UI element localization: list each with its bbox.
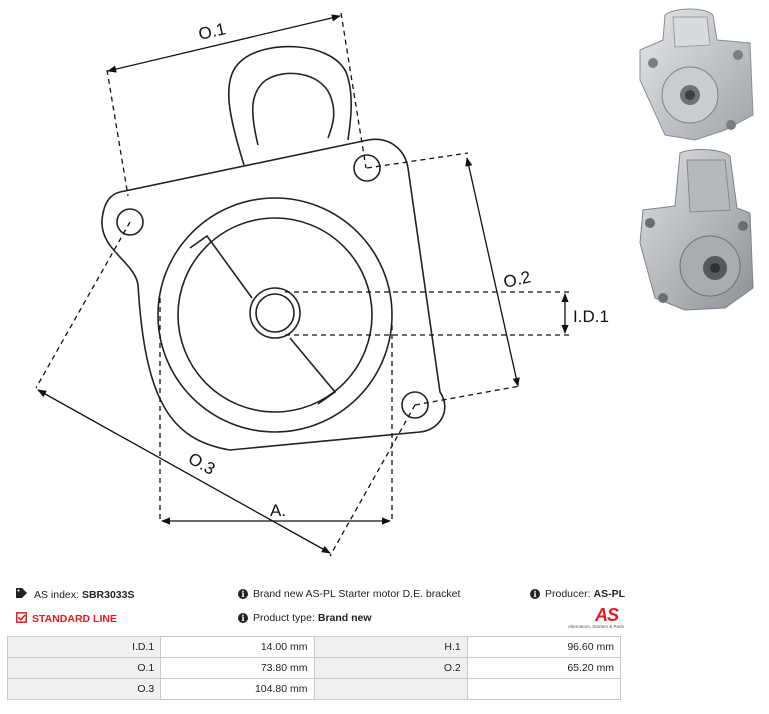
spec-value: 96.60 mm — [466, 636, 622, 658]
table-row: I.D.1 14.00 mm H.1 96.60 mm — [6, 636, 622, 658]
dim-o1-line — [107, 14, 341, 73]
technical-drawing: O.1 O.2 O.3 A. I.D.1 — [35, 12, 609, 557]
spec-value: 65.20 mm — [466, 657, 622, 679]
spec-value — [466, 678, 622, 700]
top-loop-inner — [251, 72, 335, 146]
line-badge: STANDARD LINE — [16, 612, 117, 626]
rib-lower — [289, 337, 337, 405]
table-row: O.1 73.80 mm O.2 65.20 mm — [6, 657, 622, 679]
as-index: AS index: SBR3033S — [16, 588, 134, 601]
as-pl-logo: AS Alternators, Starters & Parts — [562, 605, 624, 632]
spec-value: 104.80 mm — [160, 678, 315, 700]
description: i Brand new AS-PL Starter motor D.E. bra… — [238, 588, 460, 600]
dim-o2-line — [465, 157, 520, 387]
spec-key — [313, 678, 468, 700]
spec-key: H.1 — [313, 636, 468, 658]
dim-o2-label: O.2 — [502, 267, 533, 292]
rib-upper — [189, 234, 253, 299]
shaft-inner — [255, 293, 295, 333]
logo-tagline: Alternators, Starters & Parts — [567, 624, 624, 629]
spec-key: O.1 — [6, 657, 162, 679]
spec-key: O.3 — [6, 678, 162, 700]
line-text: STANDARD LINE — [32, 613, 117, 625]
info-icon: i — [238, 613, 248, 623]
check-square-icon — [16, 612, 27, 626]
spec-value: 14.00 mm — [160, 636, 315, 658]
producer-value: AS-PL — [593, 588, 626, 600]
as-index-value: SBR3033S — [81, 588, 135, 601]
dim-id1-label: I.D.1 — [573, 307, 609, 326]
spec-key: O.2 — [313, 657, 468, 679]
table-row: O.3 104.80 mm — [6, 678, 622, 700]
product-photo-angle — [635, 148, 760, 313]
bore-outer — [157, 197, 393, 433]
info-icon: i — [530, 589, 540, 599]
mount-hole-1 — [116, 208, 144, 236]
description-text: Brand new AS-PL Starter motor D.E. brack… — [253, 588, 461, 600]
shaft-outer — [249, 287, 301, 339]
product-photo-front — [635, 5, 760, 145]
dim-a-label: A. — [270, 501, 286, 520]
producer-label: Producer: — [545, 588, 591, 600]
info-icon: i — [238, 589, 248, 599]
mount-hole-2 — [353, 154, 381, 182]
as-index-label: AS index: — [34, 588, 79, 601]
spec-value: 73.80 mm — [160, 657, 315, 679]
tags-icon — [16, 588, 29, 601]
dim-o1-label: O.1 — [197, 19, 228, 44]
mount-hole-3 — [401, 391, 429, 419]
specs-table: I.D.1 14.00 mm H.1 96.60 mm O.1 73.80 mm… — [6, 636, 622, 700]
logo-text: AS — [594, 605, 619, 625]
product-type: i Product type: Brand new — [238, 612, 372, 624]
producer: i Producer: AS-PL — [530, 588, 625, 600]
bore-inner — [177, 217, 373, 413]
product-type-value: Brand new — [317, 612, 372, 624]
spec-key: I.D.1 — [6, 636, 162, 658]
dim-o3-line — [37, 389, 331, 554]
product-type-label: Product type: — [253, 612, 315, 624]
